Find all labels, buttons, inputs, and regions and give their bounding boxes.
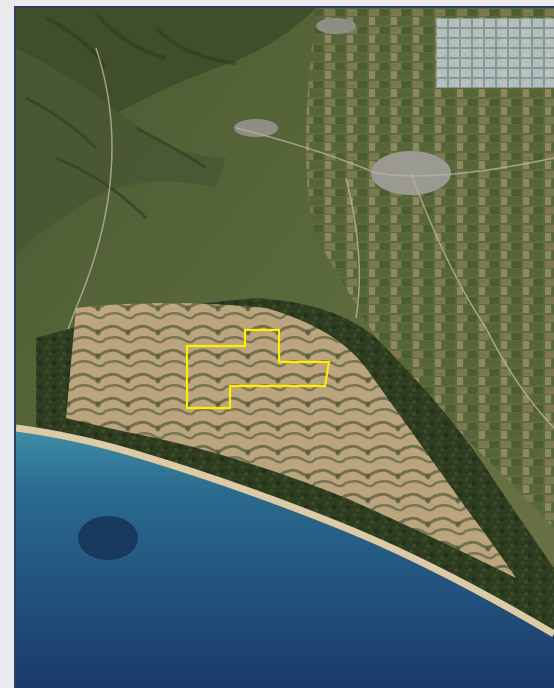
greenhouse-cluster (436, 18, 554, 88)
highlight-area-outline[interactable] (185, 328, 331, 410)
sand-dunes (66, 303, 516, 578)
satellite-map[interactable] (16, 8, 554, 688)
beach (16, 424, 554, 638)
sea (16, 428, 554, 688)
northern-hills (16, 8, 316, 258)
seabed-shoal (78, 516, 138, 560)
farmland-plain (306, 8, 554, 528)
map-frame (14, 6, 554, 688)
